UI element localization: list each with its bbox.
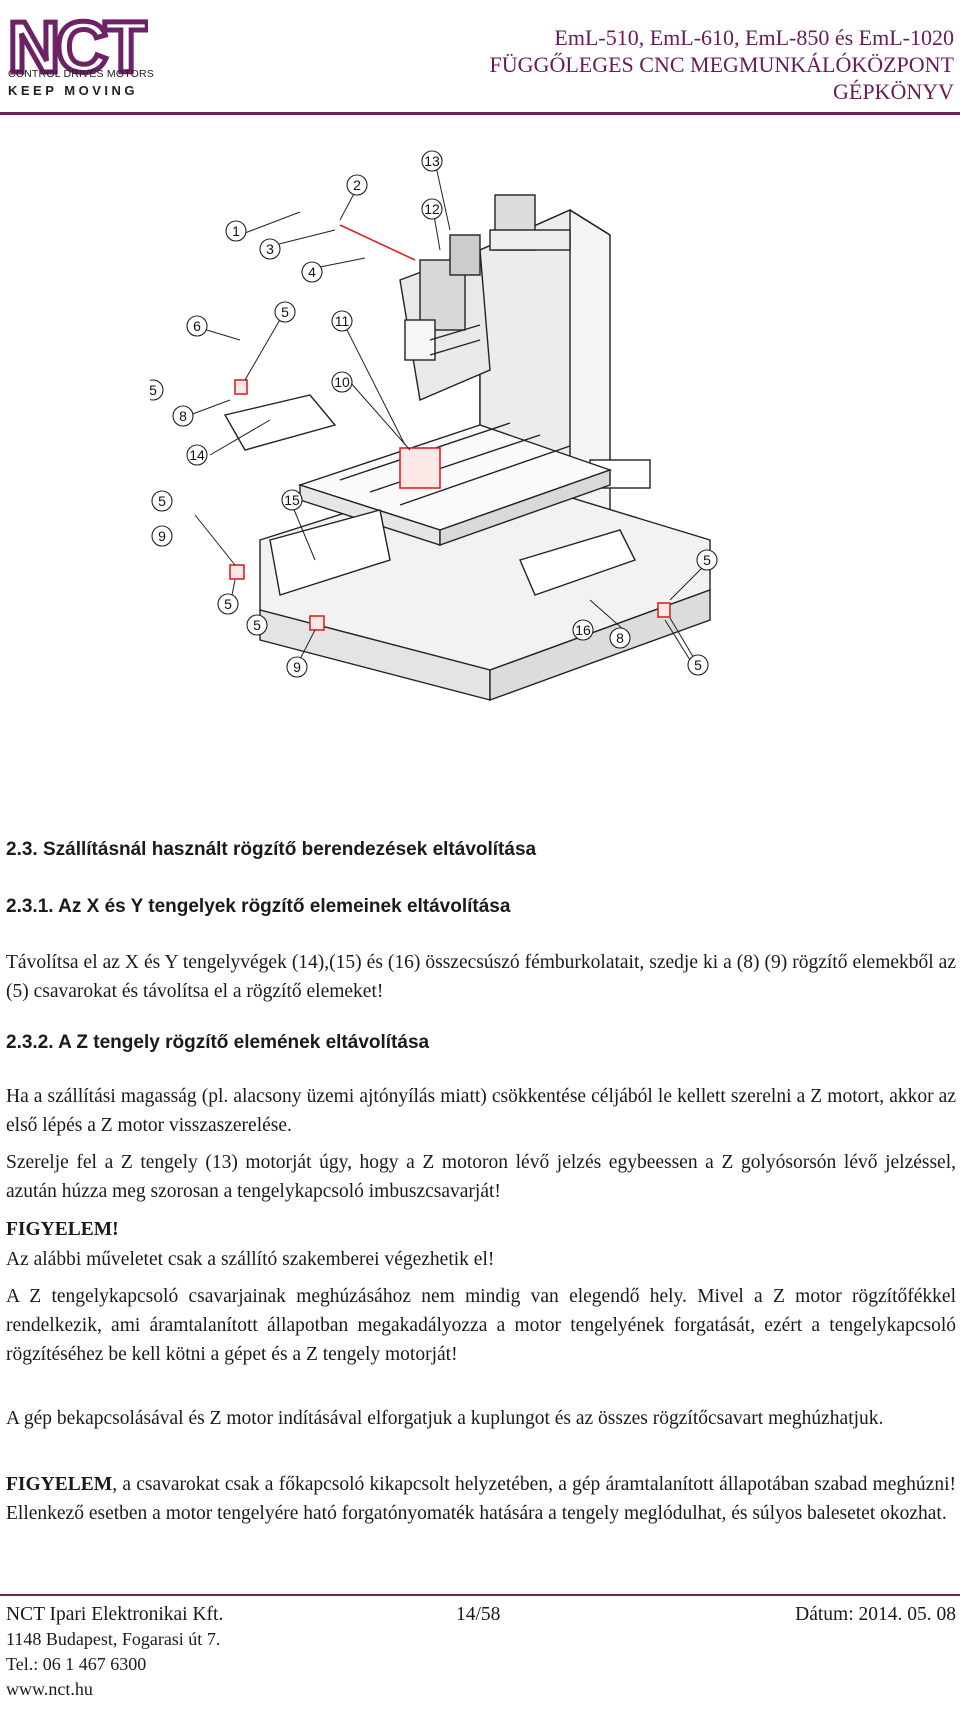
subtitle-line: FÜGGŐLEGES CNC MEGMUNKÁLÓKÖZPONT — [489, 52, 954, 77]
logo-slogan: KEEP MOVING — [8, 83, 139, 98]
warning-text: , a csavarokat csak a főkapcsoló kikapcs… — [6, 1474, 956, 1524]
callout-label: 1 — [232, 223, 240, 239]
subsection-title: 2.3.2. A Z tengely rögzítő elemének eltá… — [6, 1032, 430, 1053]
callout-label: 6 — [193, 318, 201, 334]
callout-label: 16 — [575, 622, 591, 638]
doc-type-line: GÉPKÖNYV — [833, 79, 954, 104]
callout-label: 10 — [334, 374, 350, 390]
callout-label: 8 — [179, 408, 187, 424]
company-address: 1148 Budapest, Fogarasi út 7. — [6, 1629, 221, 1649]
callout-label: 5 — [150, 382, 157, 398]
page-header: NCT CONTROL DRIVES MOTORS KEEP MOVING Em… — [0, 0, 960, 112]
callout-label: 12 — [424, 201, 440, 217]
company-name: NCT Ipari Elektronikai Kft. — [6, 1604, 224, 1625]
header-rule — [0, 112, 960, 115]
callout-label: 5 — [694, 657, 702, 673]
warning-label: FIGYELEM — [6, 1474, 113, 1495]
document-date: Dátum: 2014. 05. 08 — [795, 1604, 956, 1625]
callout-label: 13 — [424, 153, 440, 169]
callout-label: 5 — [281, 304, 289, 320]
section-title: 2.3. Szállításnál használt rögzítő beren… — [6, 839, 537, 860]
callout-label: 15 — [284, 492, 300, 508]
warning-heading: FIGYELEM! — [6, 1219, 119, 1240]
callout-label: 5 — [253, 617, 261, 633]
svg-text:NCT: NCT — [8, 10, 148, 88]
machine-drawing: 1 2 3 4 5 6 5 8 14 11 10 12 13 5 15 9 5 … — [150, 150, 718, 701]
callout-label: 8 — [616, 630, 624, 646]
callout-label: 2 — [353, 177, 361, 193]
callout-label: 4 — [308, 264, 316, 280]
company-website[interactable]: www.nct.hu — [6, 1679, 93, 1699]
nct-logo: NCT — [8, 10, 148, 91]
callout-label: 5 — [158, 493, 166, 509]
paragraph: Az alábbi műveletet csak a szállító szak… — [6, 1249, 495, 1270]
warning-paragraph: FIGYELEM, a csavarokat csak a főkapcsoló… — [6, 1470, 956, 1528]
callout-label: 14 — [189, 447, 205, 463]
paragraph: Szerelje fel a Z tengely (13) motorját ú… — [6, 1152, 956, 1202]
company-phone: Tel.: 06 1 467 6300 — [6, 1654, 147, 1674]
subsection-title: 2.3.1. Az X és Y tengelyek rögzítő eleme… — [6, 896, 511, 917]
models-line: EmL-510, EmL-610, EmL-850 és EmL-1020 — [554, 25, 954, 50]
document-title-block: EmL-510, EmL-610, EmL-850 és EmL-1020 FÜ… — [490, 24, 954, 105]
callout-label: 9 — [158, 528, 166, 544]
callout-label: 5 — [224, 596, 232, 612]
logo-tagline: CONTROL DRIVES MOTORS — [8, 68, 154, 80]
callout-label: 3 — [266, 241, 274, 257]
paragraph: Ha a szállítási magasság (pl. alacsony ü… — [6, 1086, 956, 1136]
paragraph: A gép bekapcsolásával és Z motor indítás… — [6, 1408, 884, 1429]
callout-label: 11 — [335, 313, 350, 329]
paragraph: Távolítsa el az X és Y tengelyvégek (14)… — [6, 952, 956, 1002]
callout-label: 9 — [293, 659, 301, 675]
callout-label: 5 — [703, 552, 711, 568]
footer-rule — [0, 1594, 960, 1596]
paragraph: A Z tengelykapcsoló csavarjainak meghúzá… — [6, 1286, 956, 1365]
page-number: 14/58 — [456, 1604, 501, 1625]
